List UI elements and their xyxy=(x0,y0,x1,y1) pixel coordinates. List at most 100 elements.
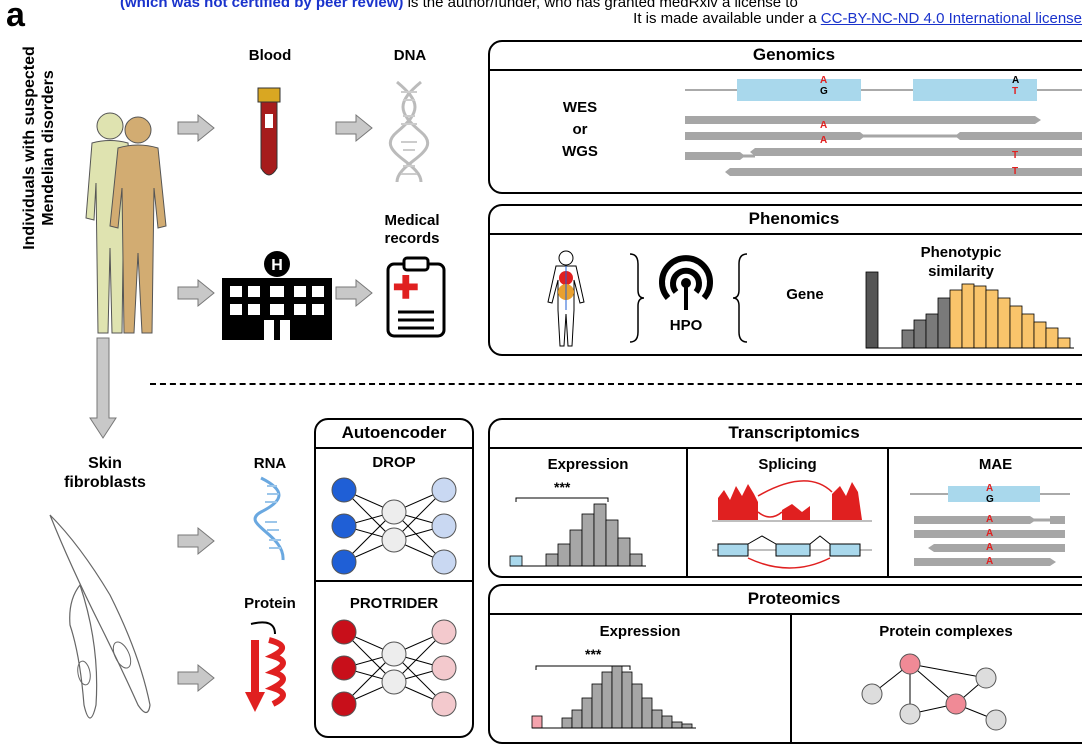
phenotypic-similarity-bar xyxy=(1009,305,1023,349)
rna-strand-icon xyxy=(253,476,285,561)
phenotypic-similarity-line2: similarity xyxy=(928,263,994,280)
panel-letter: a xyxy=(6,0,25,34)
genomics-read-base-1a: A xyxy=(820,120,828,131)
protein-complexes-label: Protein complexes xyxy=(879,623,1013,640)
proteomics-expression-histogram xyxy=(531,665,696,729)
mae-read-base-4: A xyxy=(986,556,994,567)
header-line-1: (which was not certified by peer review)… xyxy=(120,0,1082,11)
phenomics-panel: Phenomics HPO Gene Phenotypic similarity xyxy=(488,204,1082,356)
proteomics-expression-bar xyxy=(631,683,643,729)
phenotypic-similarity-bar xyxy=(865,271,879,349)
transcriptomics-expression-bar xyxy=(617,537,631,567)
header-line-2: It is made available under a CC-BY-NC-ND… xyxy=(270,10,1082,27)
medical-records-line1: Medical xyxy=(384,212,440,229)
autoencoder-divider-mid xyxy=(316,580,472,582)
genomics-panel: Genomics WES or WGS A G A T A A T T xyxy=(488,40,1082,194)
license-link[interactable]: CC-BY-NC-ND 4.0 International license xyxy=(820,10,1082,27)
genomics-read-3 xyxy=(685,148,1082,160)
phenotypic-similarity-bar xyxy=(961,283,975,349)
transcriptomics-significance-bracket xyxy=(515,497,609,502)
blood-label: Blood xyxy=(248,47,292,64)
proteomics-col-divider xyxy=(790,613,792,742)
proteomics-expression-bar xyxy=(591,683,603,729)
genomics-read-base-2a: T xyxy=(1012,150,1019,161)
transcriptomics-col-divider-1 xyxy=(686,447,688,576)
transcriptomics-expression-histogram xyxy=(509,497,646,567)
proteomics-expression-bar xyxy=(561,717,573,729)
autoencoder-title: Autoencoder xyxy=(341,423,447,442)
skin-fibroblasts-line2: fibroblasts xyxy=(64,474,146,491)
proteomics-expression-bar xyxy=(601,671,613,729)
genomics-divider xyxy=(490,69,1082,71)
phenotypic-similarity-bar xyxy=(985,289,999,349)
transcriptomics-expression-bar xyxy=(557,543,571,567)
clipboard-icon xyxy=(386,256,446,338)
drop-network-diagram xyxy=(331,477,457,575)
people-figure xyxy=(85,112,167,334)
transcriptomics-expression-bar xyxy=(545,553,559,567)
phenotypic-similarity-bar xyxy=(913,319,927,349)
splicing-diagram xyxy=(712,480,872,569)
arrow-fibroblast-to-rna xyxy=(177,526,215,556)
genomics-method-line1: WES xyxy=(562,99,598,116)
proteomics-expression-bar xyxy=(611,665,623,729)
proteomics-expression-bar xyxy=(531,715,543,729)
brace-right xyxy=(732,253,748,343)
header-text: is the author/funder, who has granted me… xyxy=(403,0,798,11)
autoencoder-panel: Autoencoder DROP PROTRIDER xyxy=(314,418,474,738)
arrow-blood-to-dna xyxy=(335,113,373,143)
transcriptomics-expression-bar xyxy=(509,555,523,567)
skin-fibroblasts-line1: Skin xyxy=(88,455,122,472)
phenotypic-similarity-bar xyxy=(925,313,939,349)
genomics-read-1 xyxy=(685,116,1041,124)
drop-label: DROP xyxy=(372,454,416,471)
vertical-title: Individuals with suspected Mendelian dis… xyxy=(20,18,58,278)
genomics-read-base-2b: T xyxy=(1012,166,1019,177)
phenotypic-similarity-bar xyxy=(997,297,1011,349)
protrider-label: PROTRIDER xyxy=(349,595,439,612)
genomics-title: Genomics xyxy=(752,45,836,64)
genomics-method-line3: WGS xyxy=(562,143,598,160)
proteomics-divider xyxy=(490,613,1082,615)
blood-tube-icon xyxy=(257,87,281,176)
transcriptomics-col-divider-2 xyxy=(887,447,889,576)
person-front xyxy=(109,116,167,334)
transcriptomics-expression-bar xyxy=(569,529,583,567)
hpo-icon xyxy=(659,255,713,310)
body-anatomy-icon xyxy=(547,250,585,347)
protein-complex-network xyxy=(861,653,1007,731)
transcriptomics-expression-label: Expression xyxy=(547,456,629,473)
rna-label: RNA xyxy=(253,455,287,472)
header-bold-text: (which was not certified by peer review) xyxy=(120,0,404,11)
splicing-label: Splicing xyxy=(758,456,817,473)
phenomics-divider xyxy=(490,233,1082,235)
arrow-people-to-blood xyxy=(177,113,215,143)
transcriptomics-expression-bar xyxy=(593,503,607,567)
genomics-method-line2: or xyxy=(572,121,588,138)
protein-label: Protein xyxy=(244,595,296,612)
proteomics-expression-bar xyxy=(671,721,683,729)
phenotypic-similarity-line1: Phenotypic xyxy=(920,244,1002,261)
genomics-read-2 xyxy=(685,132,1082,140)
genomics-alt-base-1: G xyxy=(820,86,828,97)
hospital-icon: H xyxy=(222,251,332,340)
mae-alt-base: G xyxy=(986,494,994,505)
phenotypic-similarity-bar xyxy=(901,329,915,349)
genomics-reads-diagram xyxy=(685,79,1082,176)
proteomics-expression-bar xyxy=(651,709,663,729)
mae-read-base-2: A xyxy=(986,528,994,539)
brace-left xyxy=(629,253,645,343)
phenotypic-similarity-bar xyxy=(949,289,963,349)
protrider-network-diagram xyxy=(331,619,457,717)
genomics-read-base-1b: A xyxy=(820,135,828,146)
phenotypic-similarity-bar xyxy=(1033,321,1047,349)
phenotypic-similarity-bar xyxy=(1045,327,1059,349)
proteomics-expression-bar xyxy=(641,697,653,729)
header-license-text: It is made available under a xyxy=(633,10,821,27)
transcriptomics-significance-stars: *** xyxy=(554,479,571,495)
transcriptomics-title: Transcriptomics xyxy=(728,423,860,442)
autoencoder-divider-top xyxy=(316,447,472,449)
genomics-ref-base-2: A xyxy=(1012,75,1020,86)
genomics-ref-base-1: A xyxy=(820,75,828,86)
dna-label: DNA xyxy=(393,47,427,64)
